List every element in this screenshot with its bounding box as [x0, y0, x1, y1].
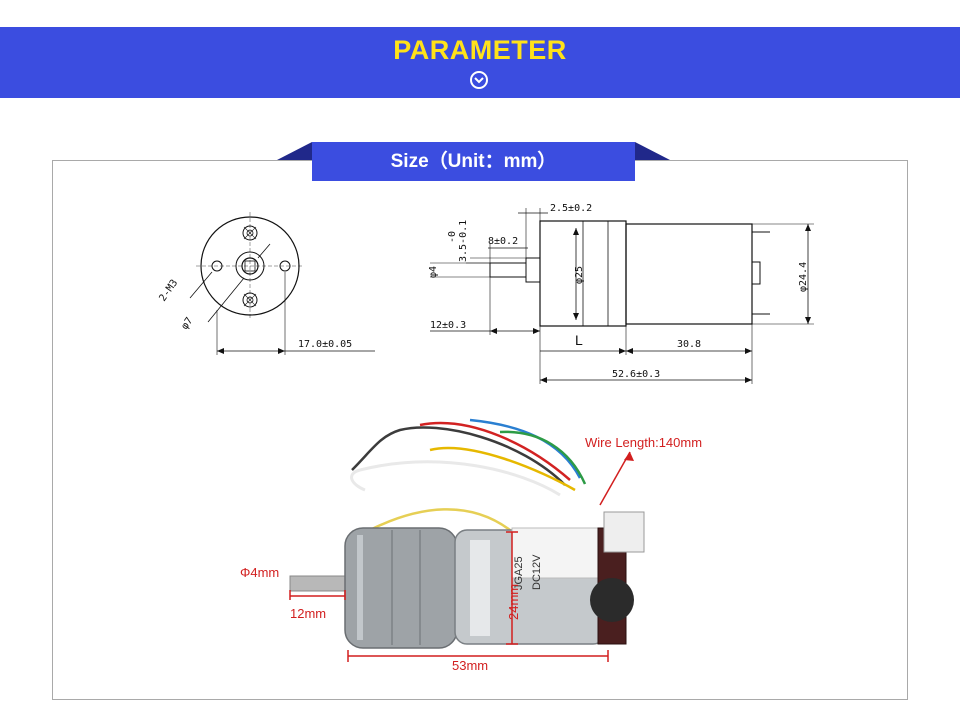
wire-length-label: Wire Length:140mm [585, 435, 702, 450]
photo-annotations [289, 451, 634, 662]
side-view [430, 208, 814, 384]
total-length-label: 52.6±0.3 [612, 369, 660, 380]
flat-label: 2.5±0.2 [550, 203, 592, 214]
tab-wing-right [635, 142, 670, 160]
tab-wing-left [277, 142, 312, 160]
front-width-label: 17.0±0.05 [298, 339, 352, 350]
shaft-total-label: 12±0.3 [430, 320, 466, 331]
header-banner: PARAMETER [0, 27, 960, 98]
motor-diameter-label: φ24.4 [798, 262, 809, 292]
chevron-down-circle-icon [470, 71, 488, 89]
l-label: L [575, 332, 583, 348]
front-view [189, 212, 375, 355]
motor-illustration [289, 418, 645, 649]
page-title: PARAMETER [393, 35, 567, 65]
motor-text-2: DC12V [531, 554, 543, 590]
tolerance-main: 3.5-0.1 [458, 220, 469, 262]
photo-height-label: 24mm [506, 584, 521, 620]
size-section-tab: Size（Unit：mm） [312, 142, 635, 181]
screw-label: 2-M3 [157, 278, 180, 304]
diameter-label: φ7 [179, 316, 195, 332]
shaft-diameter-label: φ4 [428, 266, 439, 278]
tolerance-upper: -0 [447, 231, 458, 243]
photo-length-label: 53mm [452, 658, 488, 673]
shaft-length-label: 8±0.2 [488, 236, 518, 247]
photo-shaft-length-label: 12mm [290, 606, 326, 621]
motor-text-1: JGA25 [513, 556, 525, 590]
photo-shaft-diameter-label: Φ4mm [240, 565, 279, 580]
gear-diameter-label: φ25 [574, 266, 585, 284]
motor-length-label: 30.8 [677, 339, 701, 350]
